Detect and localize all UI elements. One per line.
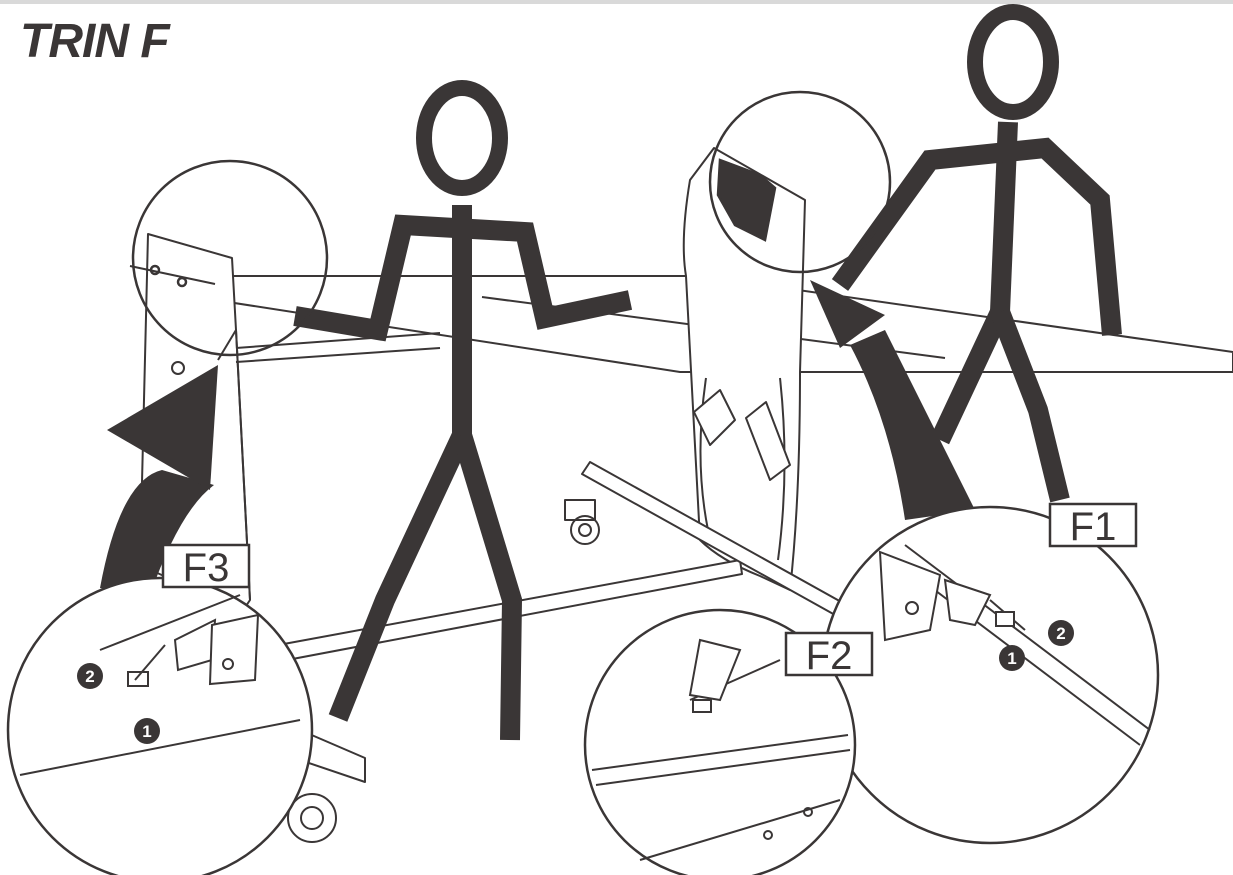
person-left-leg-1 xyxy=(338,435,462,718)
f3-step-2: 2 xyxy=(85,667,94,686)
person-right xyxy=(840,12,1112,500)
f1-step-1: 1 xyxy=(1007,649,1016,668)
person-right-head xyxy=(975,12,1051,112)
callout-f3-text: F3 xyxy=(183,546,230,590)
castor-front-hub xyxy=(301,807,323,829)
callout-f1: F1 xyxy=(1050,504,1136,549)
callout-f2-text: F2 xyxy=(806,634,853,678)
callout-f1-text: F1 xyxy=(1070,505,1117,549)
rail-upper-2 xyxy=(236,348,440,362)
callout-f2: F2 xyxy=(786,633,872,678)
castor-back-hub xyxy=(579,524,591,536)
f1-step-2: 2 xyxy=(1056,624,1065,643)
f3-step-1: 1 xyxy=(142,722,151,741)
person-left-head xyxy=(424,88,500,188)
rail-upper xyxy=(236,333,440,348)
callout-f3: F3 xyxy=(163,545,249,590)
person-left-leg-2 xyxy=(462,435,512,740)
